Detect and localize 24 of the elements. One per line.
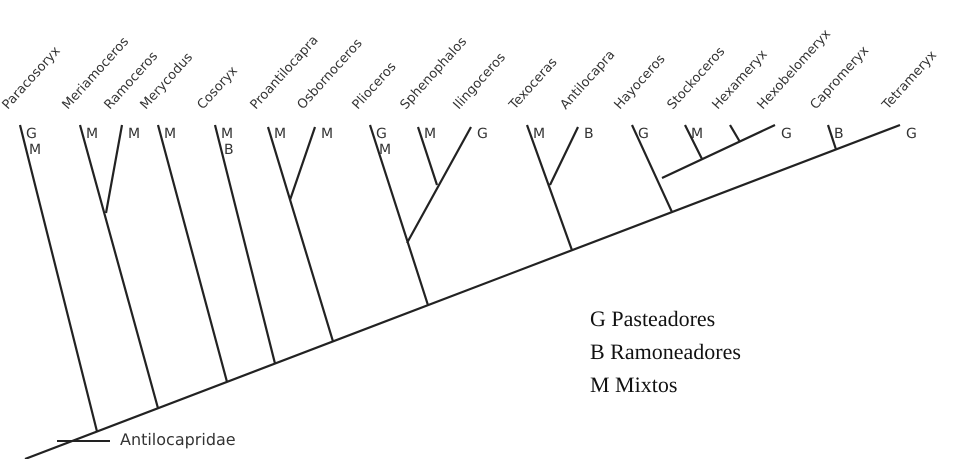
legend-text: B Ramoneadores <box>590 341 741 363</box>
diet-code: M <box>691 127 704 141</box>
diet-code: G <box>906 127 917 141</box>
legend-text: G Pasteadores <box>590 308 716 330</box>
diet-code: G <box>376 127 387 141</box>
diet-code: M <box>379 143 392 157</box>
diet-code: M <box>533 127 546 141</box>
diet-code: M <box>86 127 98 141</box>
diet-code: M <box>164 127 176 141</box>
diet-code: M <box>221 127 234 141</box>
diet-code: G <box>781 127 792 141</box>
clade-name: Antilocapridae <box>120 432 236 448</box>
diet-code: M <box>424 127 436 141</box>
diet-code: M <box>321 127 334 141</box>
diet-code: G <box>477 127 488 141</box>
diet-code: G <box>638 127 649 141</box>
diet-code: B <box>584 127 594 141</box>
diet-code: M <box>128 127 140 141</box>
diet-code: M <box>29 143 42 157</box>
diet-code: B <box>224 143 234 157</box>
legend-text: M Mixtos <box>590 374 678 396</box>
diet-code: G <box>26 127 37 141</box>
diet-code: B <box>834 127 844 141</box>
diet-code: M <box>274 127 286 141</box>
